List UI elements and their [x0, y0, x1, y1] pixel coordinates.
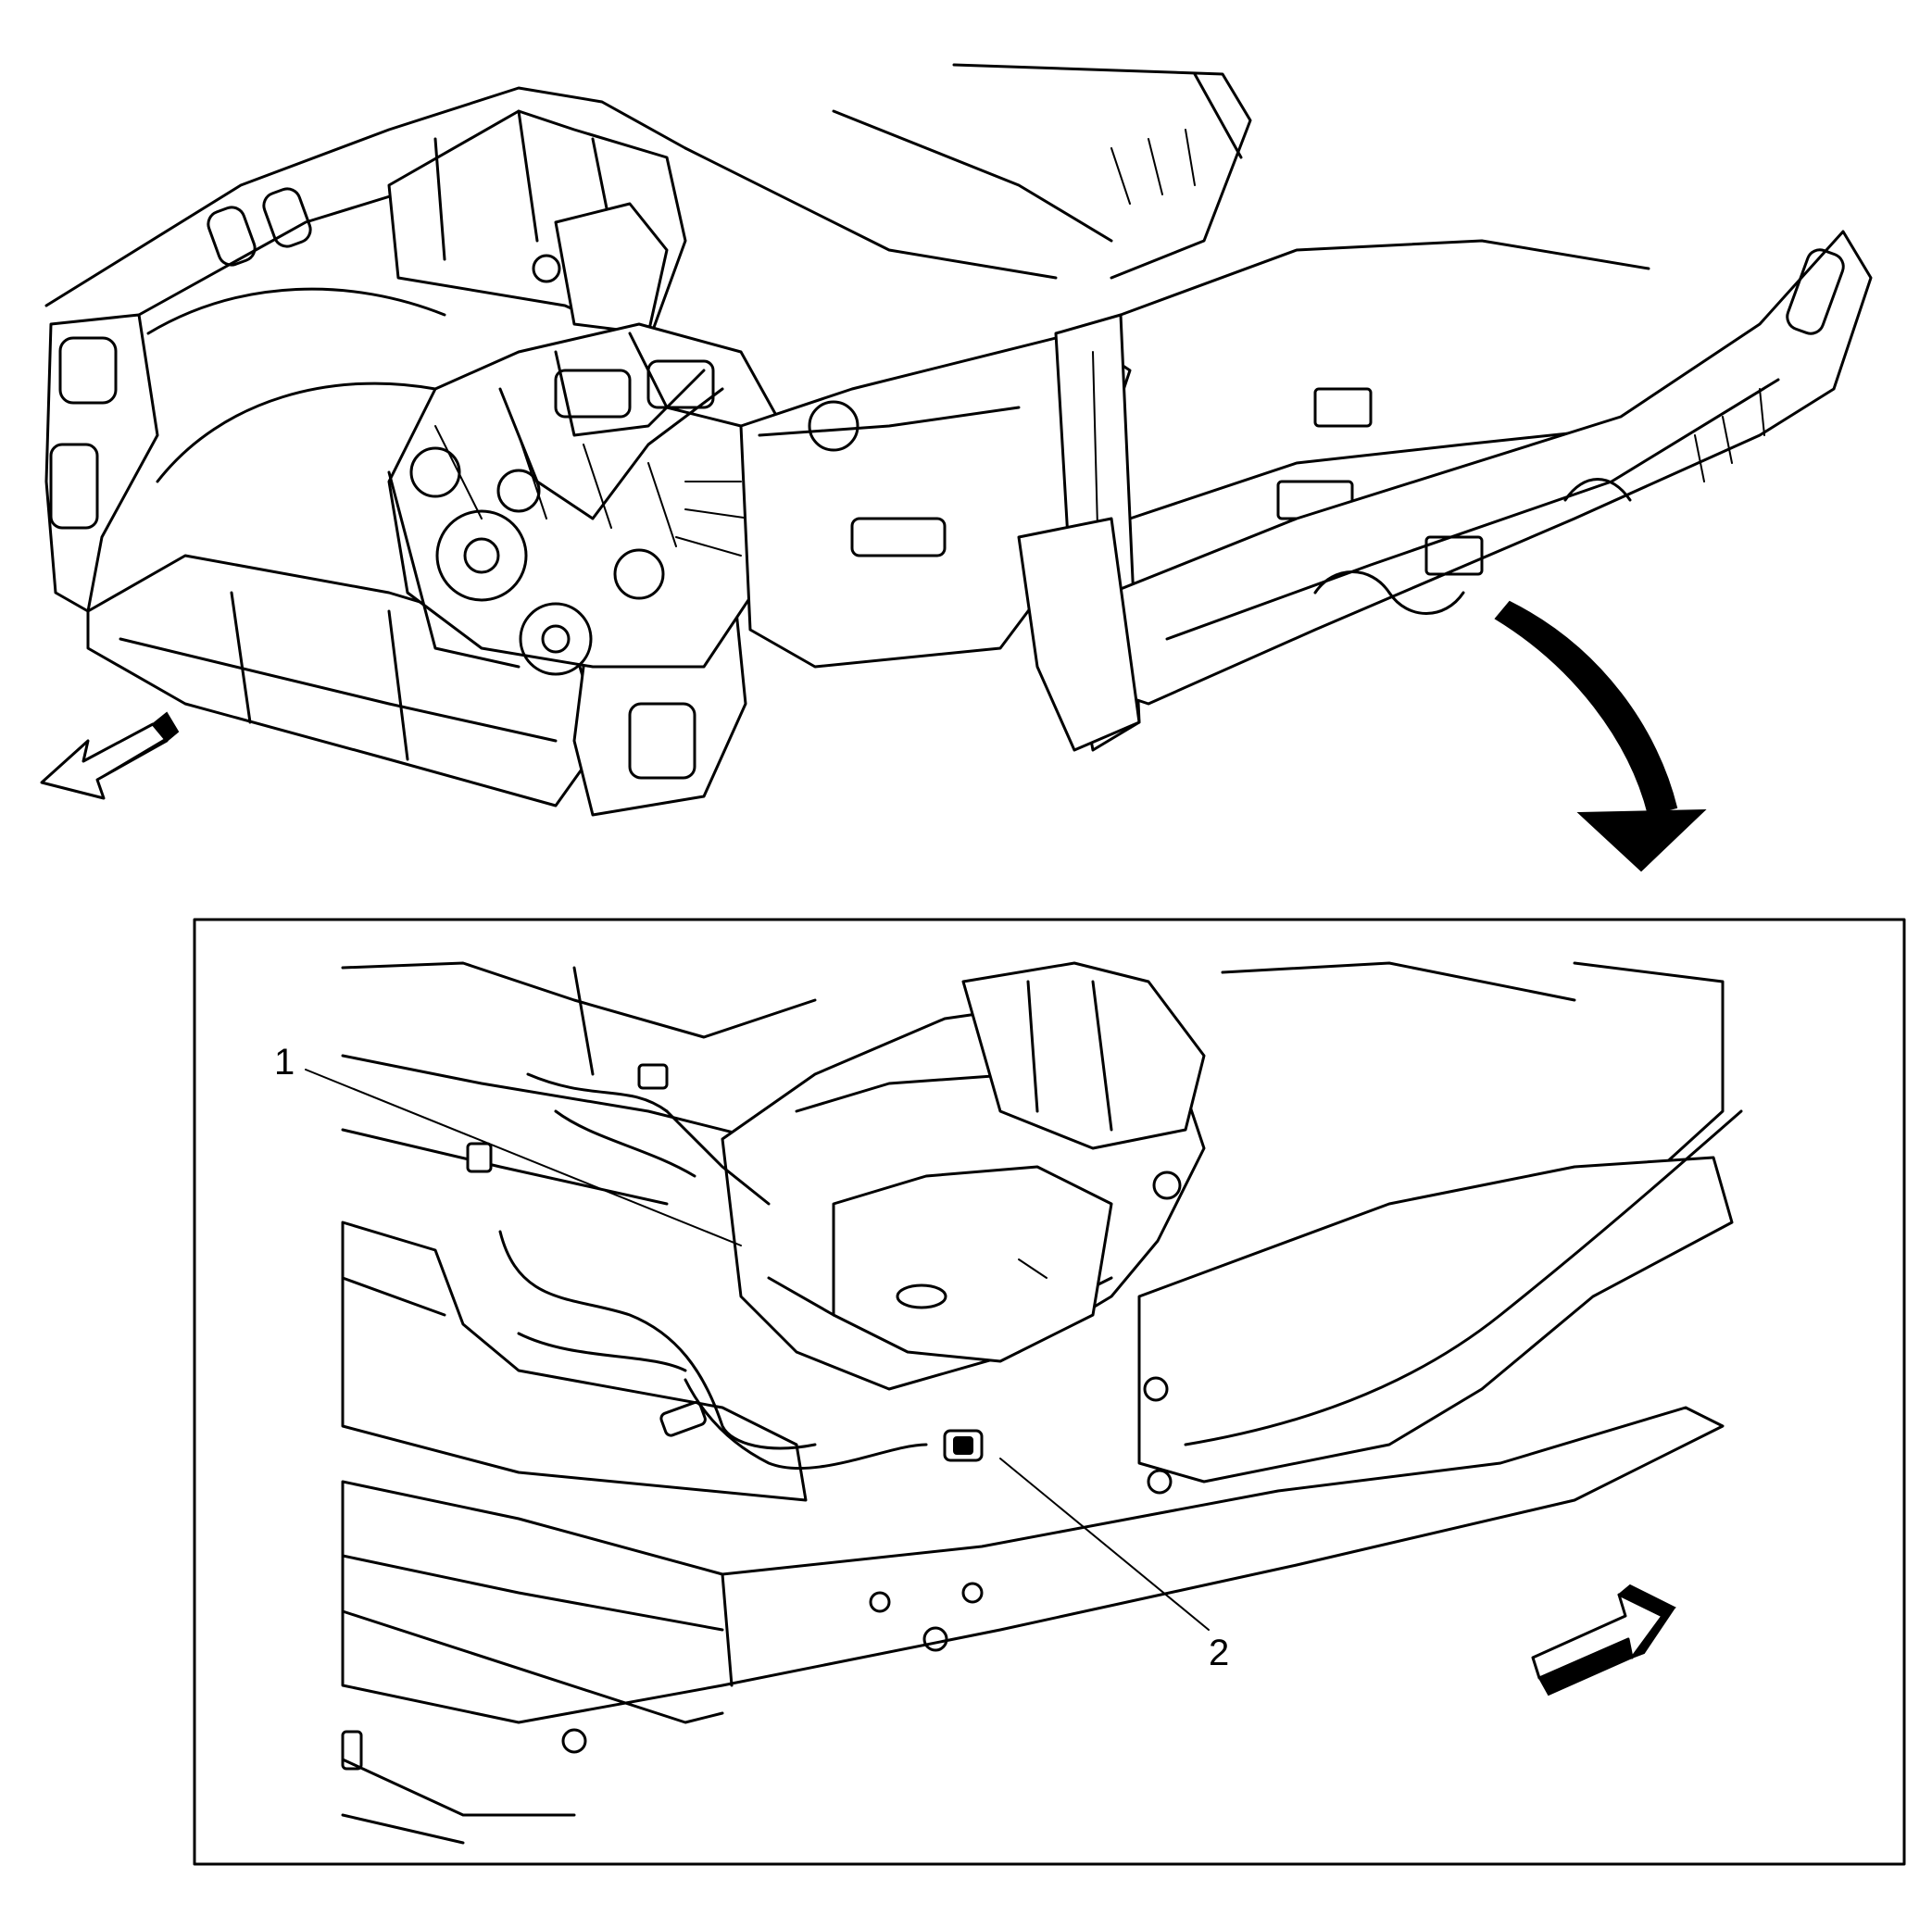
callout-1-leader	[305, 1069, 742, 1246]
callout-2-leader	[999, 1458, 1210, 1631]
view-rotation-arrow-icon	[1494, 600, 1707, 872]
harness-connector	[943, 1429, 984, 1462]
callout-2-label: 2	[1209, 1633, 1229, 1673]
transmission-harness	[466, 1063, 928, 1471]
transmission-assembly	[721, 961, 1206, 1391]
front-direction-arrow-icon	[1531, 1584, 1676, 1696]
detail-view: 1 2	[193, 918, 1906, 1866]
vehicle-frame-overview	[44, 63, 1873, 817]
front-direction-arrow-icon	[40, 711, 180, 800]
callout-1-label: 1	[274, 1042, 295, 1083]
engine-assembly	[387, 322, 789, 676]
